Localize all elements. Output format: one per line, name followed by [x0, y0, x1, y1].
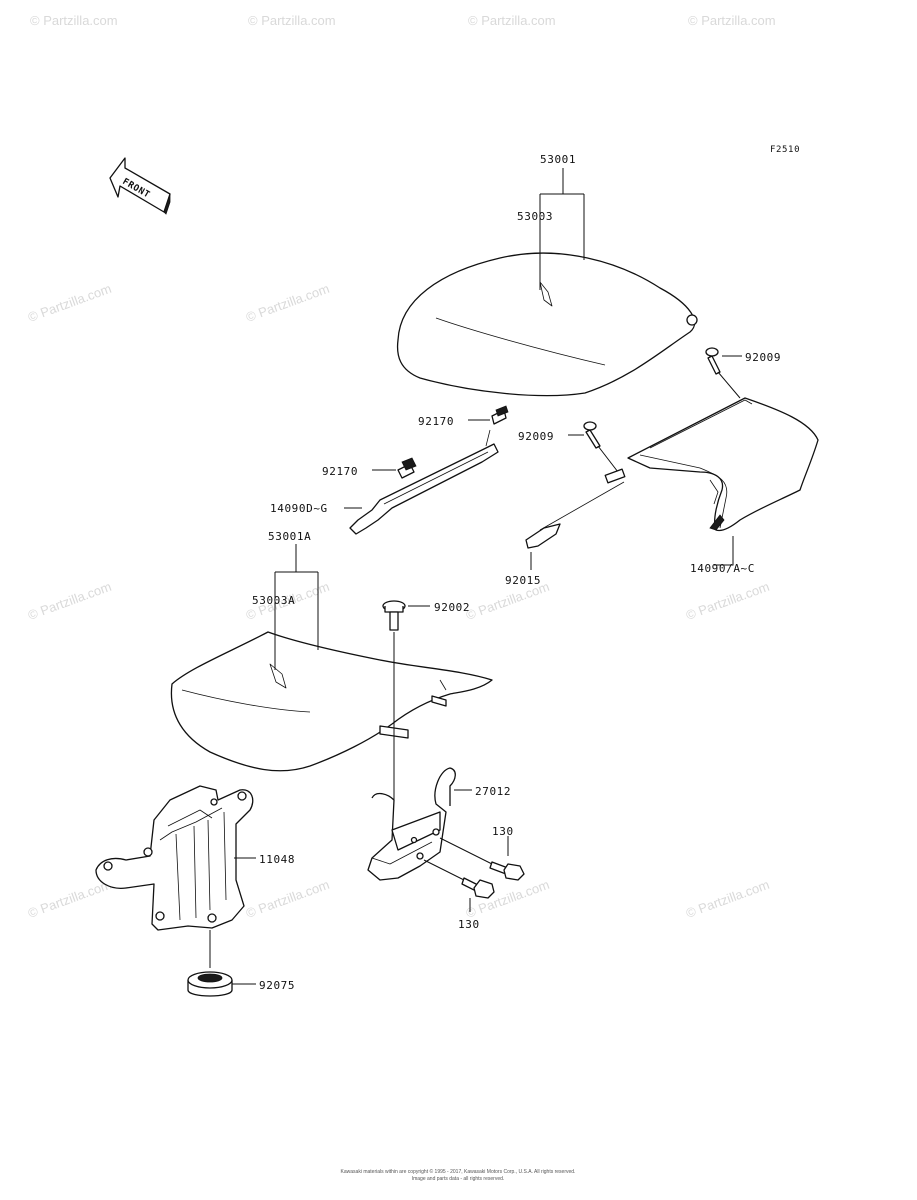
leader-130-bottom — [423, 859, 471, 912]
label-53001a: 53001A — [268, 530, 311, 543]
screw-92009-lower — [583, 421, 601, 449]
copyright-line-2: Image and parts data - all rights reserv… — [412, 1176, 505, 1182]
bolt-130-right — [489, 861, 525, 881]
bolt-130-bottom — [461, 877, 495, 899]
label-92015: 92015 — [505, 574, 541, 587]
watermark: © Partzilla.com — [244, 281, 331, 325]
cover-strip — [349, 429, 499, 535]
watermark: © Partzilla.com — [684, 579, 771, 623]
leader-92009-upper — [717, 355, 742, 399]
watermark: © Partzilla.com — [26, 877, 113, 921]
watermark: © Partzilla.com — [248, 13, 336, 28]
leader-53001 — [539, 168, 585, 290]
leader-130-right — [439, 836, 509, 865]
seat-bracket-27012 — [367, 767, 456, 881]
label-92075: 92075 — [259, 979, 295, 992]
rear-seat — [396, 252, 698, 397]
label-14090-a-c: 14090/A~C — [690, 562, 755, 575]
strip-92015 — [525, 468, 626, 549]
damper-92075 — [187, 971, 233, 997]
label-53001: 53001 — [540, 153, 576, 166]
label-92170-lower: 92170 — [322, 465, 358, 478]
label-53003a: 53003A — [252, 594, 295, 607]
tail-cover — [627, 397, 819, 532]
label-27012: 27012 — [475, 785, 511, 798]
front-seat — [170, 631, 493, 772]
leader-92002 — [393, 605, 430, 820]
clip-92170-upper — [491, 405, 509, 425]
screw-92009-upper — [705, 347, 721, 375]
hinge-bracket-11048 — [95, 785, 254, 931]
front-arrow-icon: FRONT — [109, 157, 171, 215]
watermark: © Partzilla.com — [688, 13, 776, 28]
watermark: © Partzilla.com — [30, 13, 118, 28]
watermark: © Partzilla.com — [26, 579, 113, 623]
watermark: © Partzilla.com — [468, 13, 556, 28]
watermark: © Partzilla.com — [244, 877, 331, 921]
label-92009-lower: 92009 — [518, 430, 554, 443]
leader-14090 — [714, 536, 734, 566]
label-92002: 92002 — [434, 601, 470, 614]
label-92170-upper: 92170 — [418, 415, 454, 428]
bolt-92002 — [382, 600, 406, 631]
watermark: © Partzilla.com — [26, 281, 113, 325]
watermark: © Partzilla.com — [684, 877, 771, 921]
label-14090d-g: 14090D~G — [270, 502, 328, 515]
figure-code: F2510 — [770, 145, 800, 155]
leader-92009-lower — [568, 434, 619, 473]
clip-92170-lower — [397, 457, 417, 479]
label-92009-upper: 92009 — [745, 351, 781, 364]
label-53003: 53003 — [517, 210, 553, 223]
label-130-right: 130 — [492, 825, 514, 838]
leader-53001a — [274, 544, 319, 670]
label-11048: 11048 — [259, 853, 295, 866]
copyright-line-1: Kawasaki materials within are copyright … — [341, 1168, 576, 1175]
label-130-bottom: 130 — [458, 918, 480, 931]
